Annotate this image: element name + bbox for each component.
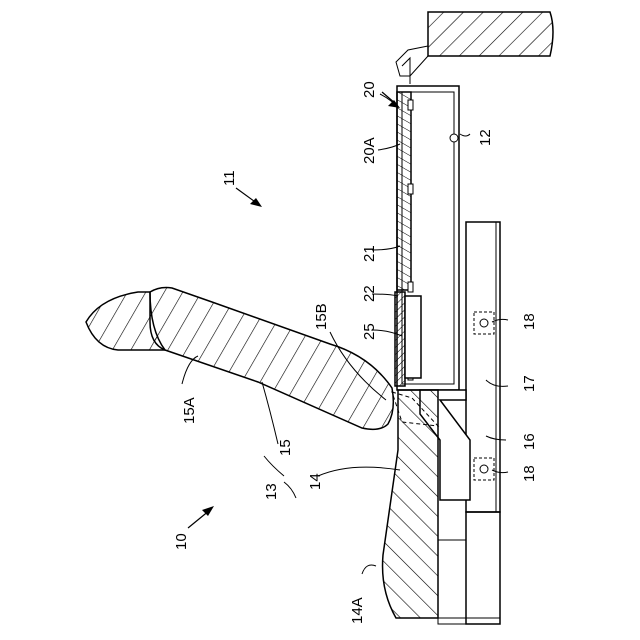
part-25 — [405, 296, 421, 378]
label-12: 12 — [477, 129, 494, 146]
label-18-top: 18 — [521, 313, 538, 330]
part-22 — [395, 292, 405, 386]
arrow-10 — [188, 506, 214, 528]
upper-block — [428, 12, 553, 56]
upper-bracket — [396, 46, 428, 84]
fastener-18-bottom — [474, 458, 494, 480]
label-13: 13 — [263, 483, 280, 500]
rail-17 — [466, 222, 500, 624]
label-21: 21 — [361, 245, 378, 262]
label-20A: 20A — [361, 137, 378, 164]
label-14: 14 — [307, 473, 324, 490]
label-22: 22 — [361, 285, 378, 302]
label-15A: 15A — [181, 397, 198, 424]
base-14 — [383, 390, 438, 618]
label-15B: 15B — [313, 303, 330, 330]
label-20: 20 — [361, 81, 378, 98]
label-14A: 14A — [349, 597, 366, 624]
label-16: 16 — [521, 433, 538, 450]
base-plate — [438, 540, 500, 624]
label-11: 11 — [221, 170, 238, 186]
label-18-bottom: 18 — [521, 465, 538, 482]
label-10: 10 — [173, 533, 190, 550]
label-17: 17 — [521, 375, 538, 392]
label-25: 25 — [361, 323, 378, 340]
label-15: 15 — [277, 439, 294, 456]
arrow-11 — [236, 188, 262, 207]
fastener-18-top — [474, 312, 494, 334]
